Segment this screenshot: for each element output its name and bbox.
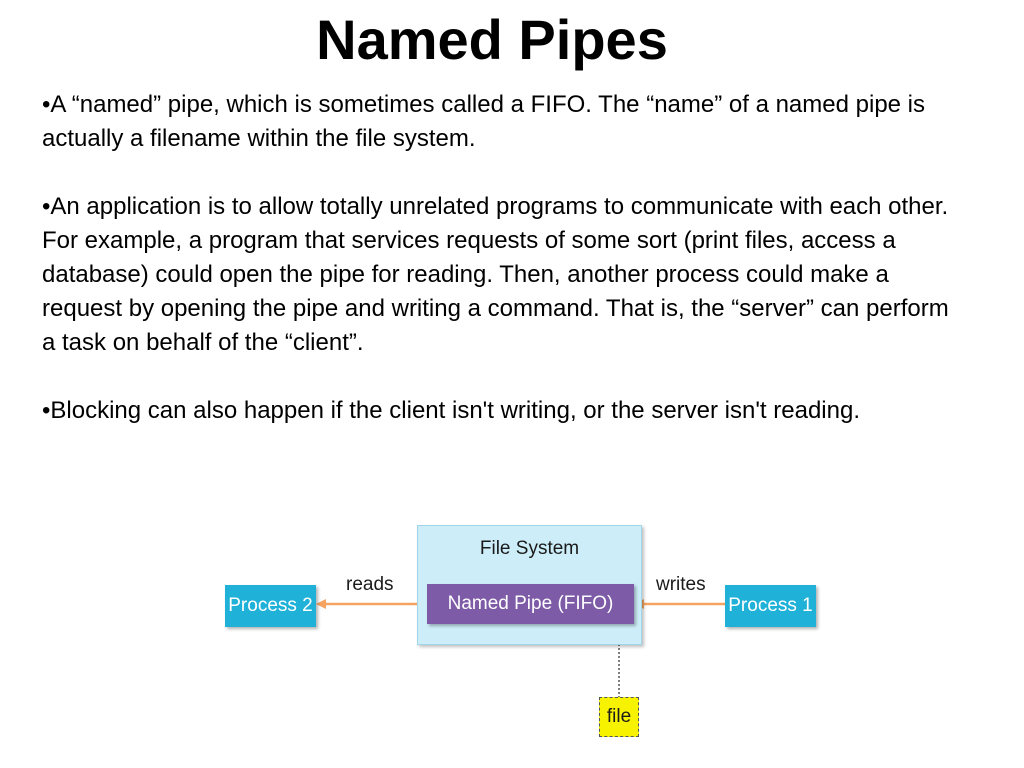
process-2-box: Process 2 (225, 585, 316, 627)
bullet-list: •A “named” pipe, which is sometimes call… (42, 88, 962, 462)
named-pipe-box: Named Pipe (FIFO) (427, 584, 634, 624)
slide-title: Named Pipes (316, 8, 668, 71)
process-1-box: Process 1 (725, 585, 816, 627)
bullet-item: •Blocking can also happen if the client … (42, 397, 860, 424)
bullet-item: •An application is to allow totally unre… (42, 193, 949, 356)
file-system-label: File System (479, 538, 580, 559)
writes-label: writes (656, 574, 706, 595)
reads-label: reads (346, 574, 394, 595)
bullet-item: •A “named” pipe, which is sometimes call… (42, 91, 926, 152)
file-box: file (599, 697, 639, 737)
